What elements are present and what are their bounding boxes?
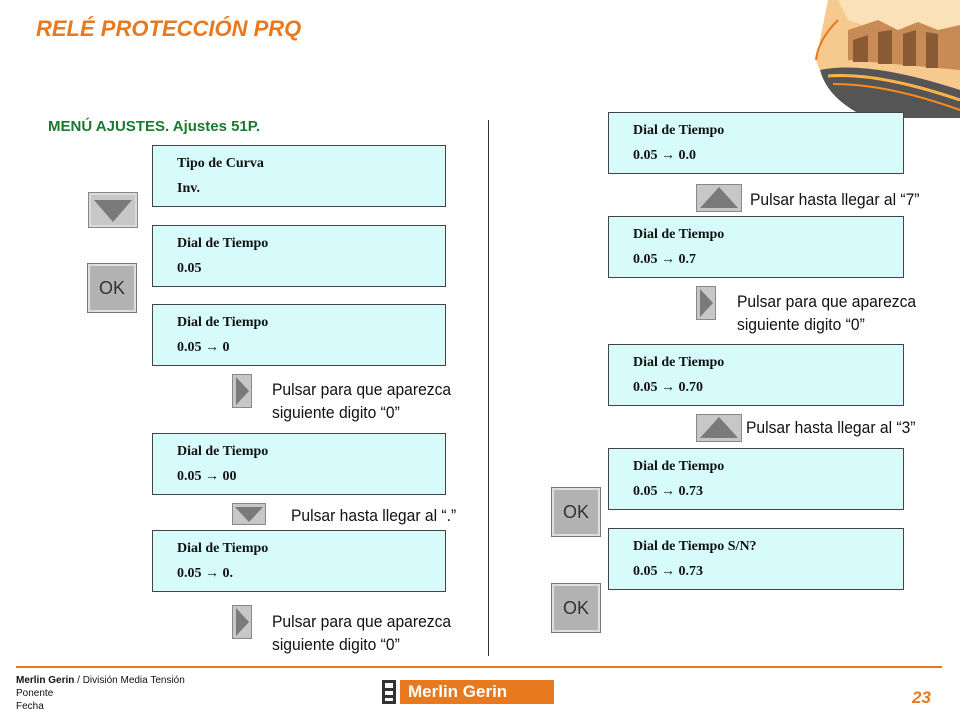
lcd-screen: Dial de Tiempo 0.05 → 0.0 bbox=[608, 112, 904, 174]
chevron-right-icon bbox=[696, 286, 716, 320]
page-title: RELÉ PROTECCIÓN PRQ bbox=[36, 16, 302, 41]
lcd-line2: Inv. bbox=[177, 181, 200, 196]
lcd-line1: Dial de Tiempo bbox=[633, 355, 725, 370]
lcd-line2: 0.05 → 0. bbox=[177, 566, 233, 581]
instruction-text: Pulsar para que aparezca siguiente digit… bbox=[737, 292, 917, 334]
column-divider bbox=[488, 120, 489, 656]
ok-button[interactable]: OK bbox=[551, 487, 601, 537]
lcd-screen: Tipo de Curva Inv. bbox=[152, 145, 446, 207]
lcd-line2: 0.05 → 0.0 bbox=[633, 148, 696, 163]
section-subtitle: MENÚ AJUSTES. Ajustes 51P. bbox=[48, 118, 261, 135]
lcd-line1: Dial de Tiempo bbox=[177, 541, 269, 556]
lcd-screen: Dial de Tiempo 0.05 → 0. bbox=[152, 530, 446, 592]
lcd-line1: Dial de Tiempo bbox=[633, 123, 725, 138]
chevron-right-icon bbox=[232, 605, 252, 639]
chevron-right-icon bbox=[232, 374, 252, 408]
right-arrow-button[interactable] bbox=[232, 374, 252, 408]
chevron-down-icon bbox=[88, 192, 138, 228]
ok-button-label: OK bbox=[98, 277, 125, 298]
chevron-up-icon bbox=[696, 184, 742, 212]
footer-date: Fecha bbox=[16, 701, 44, 712]
lcd-screen: Dial de Tiempo 0.05 → 0 bbox=[152, 304, 446, 366]
lcd-screen: Dial de Tiempo S/N? 0.05 → 0.73 bbox=[608, 528, 904, 590]
lcd-line1: Dial de Tiempo bbox=[633, 459, 725, 474]
ok-button-label: OK bbox=[562, 597, 589, 618]
ok-button[interactable]: OK bbox=[87, 263, 137, 313]
instruction-text: Pulsar para que aparezca siguiente digit… bbox=[272, 612, 452, 654]
footer-company-name: Merlin Gerin bbox=[16, 675, 75, 686]
instruction-text: Pulsar hasta llegar al “.” bbox=[291, 506, 457, 525]
instruction-text: Pulsar hasta llegar al “3” bbox=[746, 418, 916, 437]
lcd-line2: 0.05 → 0 bbox=[177, 340, 230, 355]
lcd-line1: Dial de Tiempo S/N? bbox=[633, 539, 757, 554]
merlin-gerin-logo: Merlin Gerin bbox=[382, 678, 554, 706]
up-arrow-button[interactable] bbox=[696, 184, 742, 212]
page-number: 23 bbox=[912, 688, 931, 707]
up-arrow-button[interactable] bbox=[696, 414, 742, 442]
chevron-down-icon bbox=[232, 503, 266, 525]
lcd-line1: Dial de Tiempo bbox=[177, 315, 269, 330]
lcd-line2: 0.05 bbox=[177, 261, 202, 276]
footer-company: Merlin Gerin / División Media Tensión bbox=[16, 675, 185, 686]
down-arrow-button[interactable] bbox=[88, 192, 138, 228]
lcd-screen: Dial de Tiempo 0.05 → 0.73 bbox=[608, 448, 904, 510]
footer-division: / División Media Tensión bbox=[74, 675, 185, 686]
ok-button[interactable]: OK bbox=[551, 583, 601, 633]
logo-text: Merlin Gerin bbox=[408, 682, 508, 701]
lcd-screen: Dial de Tiempo 0.05 → 00 bbox=[152, 433, 446, 495]
instruction-text: Pulsar hasta llegar al “7” bbox=[750, 190, 920, 209]
down-arrow-button[interactable] bbox=[232, 503, 266, 525]
footer-presenter: Ponente bbox=[16, 688, 54, 699]
chevron-up-icon bbox=[696, 414, 742, 442]
right-arrow-button[interactable] bbox=[696, 286, 716, 320]
lcd-screen: Dial de Tiempo 0.05 bbox=[152, 225, 446, 287]
lcd-line2: 0.05 → 00 bbox=[177, 469, 237, 484]
right-arrow-button[interactable] bbox=[232, 605, 252, 639]
header-photo bbox=[808, 0, 960, 118]
footer-divider bbox=[16, 666, 942, 668]
ok-button-label: OK bbox=[562, 501, 589, 522]
lcd-screen: Dial de Tiempo 0.05 → 0.70 bbox=[608, 344, 904, 406]
lcd-line1: Dial de Tiempo bbox=[633, 227, 725, 242]
lcd-line1: Tipo de Curva bbox=[177, 156, 264, 171]
lcd-line1: Dial de Tiempo bbox=[177, 236, 269, 251]
lcd-screen: Dial de Tiempo 0.05 → 0.7 bbox=[608, 216, 904, 278]
instruction-text: Pulsar para que aparezca siguiente digit… bbox=[272, 380, 452, 422]
lcd-line2: 0.05 → 0.7 bbox=[633, 252, 696, 267]
lcd-line1: Dial de Tiempo bbox=[177, 444, 269, 459]
lcd-line2: 0.05 → 0.73 bbox=[633, 564, 703, 579]
lcd-line2: 0.05 → 0.73 bbox=[633, 484, 703, 499]
lcd-line2: 0.05 → 0.70 bbox=[633, 380, 703, 395]
